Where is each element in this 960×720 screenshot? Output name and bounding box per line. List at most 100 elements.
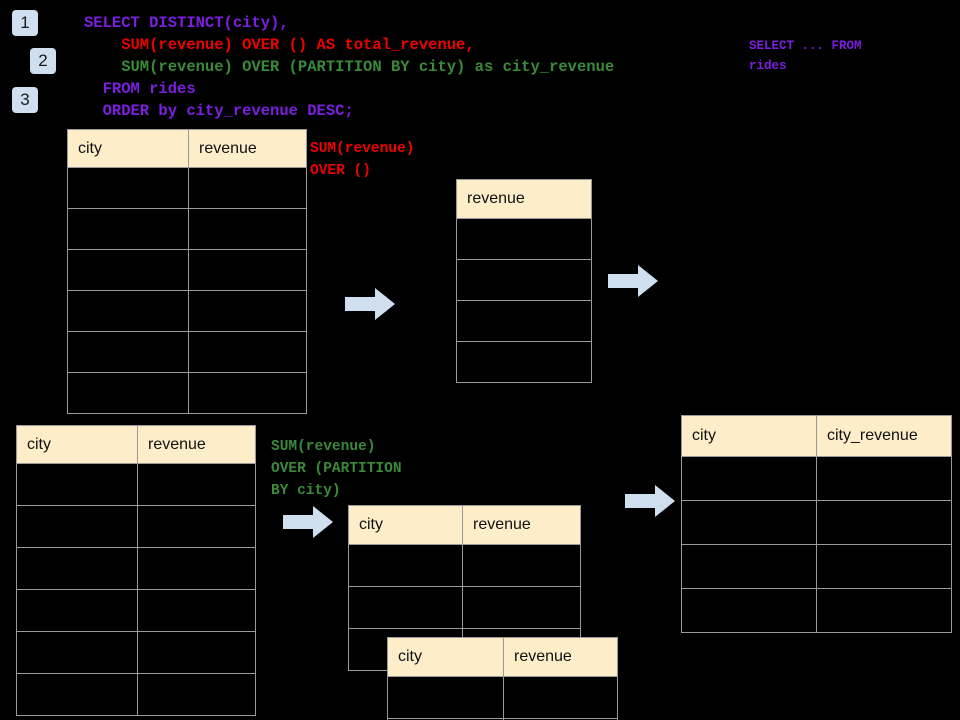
table-cell bbox=[681, 588, 817, 633]
table-cell bbox=[137, 505, 256, 548]
column-header-city: city bbox=[16, 425, 138, 464]
table-cell bbox=[188, 331, 307, 373]
table-rides-source-bottom: city revenue bbox=[16, 425, 256, 716]
table-row bbox=[681, 544, 952, 589]
table-cell bbox=[16, 547, 138, 590]
sql-line-total-revenue: SUM(revenue) OVER () AS total_revenue, bbox=[84, 36, 475, 54]
annotation-city-revenue-line-1: SUM(revenue) bbox=[271, 439, 376, 455]
table-row bbox=[16, 673, 256, 716]
table-cell bbox=[681, 456, 817, 501]
table-final-result: city city_revenue bbox=[681, 415, 952, 633]
table-row bbox=[16, 505, 256, 548]
table-cell bbox=[456, 218, 592, 260]
table-row bbox=[681, 500, 952, 545]
table-header-row: city revenue bbox=[348, 505, 581, 545]
table-cell bbox=[816, 456, 952, 501]
sql-line-city-revenue: SUM(revenue) OVER (PARTITION BY city) as… bbox=[84, 58, 615, 76]
table-cell bbox=[462, 544, 581, 587]
table-row bbox=[456, 259, 592, 301]
table-rides-source-top: city revenue bbox=[67, 129, 307, 414]
table-row bbox=[456, 300, 592, 342]
table-row bbox=[387, 718, 618, 720]
table-cell bbox=[816, 588, 952, 633]
table-cell bbox=[456, 259, 592, 301]
table-cell bbox=[67, 208, 189, 250]
table-header-row: city city_revenue bbox=[681, 415, 952, 457]
table-cell bbox=[816, 500, 952, 545]
annotation-city-revenue-line-3: BY city) bbox=[271, 483, 341, 499]
table-cell bbox=[348, 544, 463, 587]
table-row bbox=[681, 588, 952, 633]
column-header-city: city bbox=[348, 505, 463, 545]
column-header-revenue: revenue bbox=[188, 129, 307, 168]
table-cell bbox=[503, 718, 618, 720]
step-badge-1: 1 bbox=[12, 10, 38, 36]
table-cell bbox=[137, 547, 256, 590]
table-cell bbox=[387, 676, 504, 719]
table-cell bbox=[188, 290, 307, 332]
table-cell bbox=[681, 500, 817, 545]
table-row bbox=[387, 676, 618, 719]
annotation-total-revenue-line-1: SUM(revenue) bbox=[310, 141, 415, 157]
table-header-row: city revenue bbox=[387, 637, 618, 677]
sql-line-from-rides: FROM rides bbox=[84, 80, 196, 98]
table-cell bbox=[137, 673, 256, 716]
table-row bbox=[348, 586, 581, 629]
column-header-city: city bbox=[387, 637, 504, 677]
column-header-revenue: revenue bbox=[137, 425, 256, 464]
column-header-revenue: revenue bbox=[462, 505, 581, 545]
arrow-source-to-partition bbox=[283, 506, 333, 538]
table-header-row: city revenue bbox=[67, 129, 307, 168]
table-cell bbox=[67, 372, 189, 414]
table-row bbox=[67, 372, 307, 414]
table-cell bbox=[67, 290, 189, 332]
table-cell bbox=[16, 505, 138, 548]
table-row bbox=[348, 544, 581, 587]
table-row bbox=[67, 331, 307, 373]
column-header-city: city bbox=[681, 415, 817, 457]
table-row bbox=[67, 249, 307, 291]
table-cell bbox=[816, 544, 952, 589]
table-row bbox=[681, 456, 952, 501]
side-note-line-2: rides bbox=[749, 59, 787, 73]
table-partition-group-front: city revenue bbox=[387, 637, 618, 720]
table-cell bbox=[137, 631, 256, 674]
table-header-row: revenue bbox=[456, 179, 592, 219]
table-row bbox=[67, 208, 307, 250]
table-cell bbox=[188, 167, 307, 209]
table-row bbox=[16, 589, 256, 632]
column-header-revenue: revenue bbox=[503, 637, 618, 677]
arrow-partition-to-result bbox=[625, 485, 675, 517]
table-row bbox=[456, 341, 592, 383]
table-total-revenue-intermediate: revenue bbox=[456, 179, 592, 383]
table-cell bbox=[188, 208, 307, 250]
column-header-city: city bbox=[67, 129, 189, 168]
sql-line-order-by: ORDER by city_revenue DESC; bbox=[84, 102, 354, 120]
table-row bbox=[456, 218, 592, 260]
table-cell bbox=[462, 586, 581, 629]
table-cell bbox=[16, 631, 138, 674]
step-badge-3: 3 bbox=[12, 87, 38, 113]
arrow-total-to-result bbox=[608, 265, 658, 297]
arrow-source-to-total bbox=[345, 288, 395, 320]
sql-line-select-distinct: SELECT DISTINCT(city), bbox=[84, 14, 289, 32]
table-row bbox=[16, 631, 256, 674]
table-row bbox=[16, 547, 256, 590]
table-cell bbox=[188, 372, 307, 414]
table-cell bbox=[16, 673, 138, 716]
table-cell bbox=[681, 544, 817, 589]
column-header-city-revenue: city_revenue bbox=[816, 415, 952, 457]
table-cell bbox=[67, 167, 189, 209]
table-cell bbox=[348, 586, 463, 629]
table-row bbox=[16, 463, 256, 506]
table-row bbox=[67, 290, 307, 332]
table-cell bbox=[67, 249, 189, 291]
annotation-total-revenue-line-2: OVER () bbox=[310, 163, 371, 179]
table-cell bbox=[137, 589, 256, 632]
table-cell bbox=[137, 463, 256, 506]
table-cell bbox=[503, 676, 618, 719]
side-note-line-1: SELECT ... FROM bbox=[749, 39, 862, 53]
table-cell bbox=[456, 300, 592, 342]
column-header-revenue: revenue bbox=[456, 179, 592, 219]
